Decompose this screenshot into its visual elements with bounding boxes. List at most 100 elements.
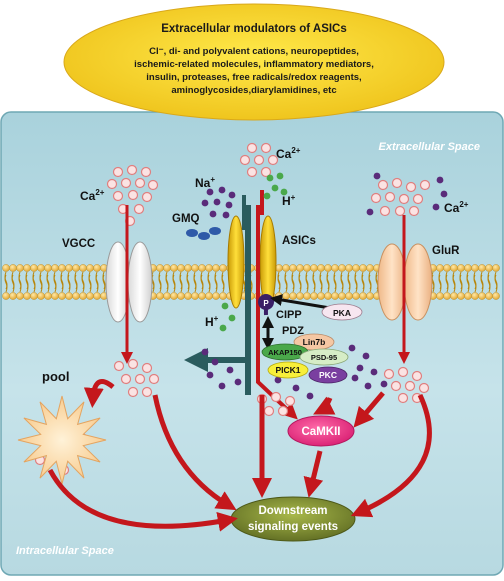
calcium-ion — [239, 154, 251, 166]
calcium-ion — [419, 179, 431, 191]
calcium-ion — [134, 177, 146, 189]
downstream-signaling-node: Downstream signaling events — [230, 496, 356, 542]
svg-text:PKC: PKC — [319, 370, 337, 380]
pkc-to-camkii-arrow — [313, 396, 336, 415]
phospho-site-label: P — [263, 299, 269, 308]
calcium-ion — [277, 405, 289, 417]
sodium-ions — [201, 172, 448, 400]
glur-label: GluR — [432, 245, 460, 257]
sodium-ion — [206, 371, 214, 379]
calcium-ion — [140, 166, 152, 178]
calcium-ion — [127, 386, 139, 398]
pool-label: pool — [42, 369, 69, 384]
sodium-ion — [351, 374, 359, 382]
sodium-ion — [440, 190, 448, 198]
sodium-ion — [362, 352, 370, 360]
glur-to-camkii-arrow — [353, 391, 385, 428]
sodium-ion — [206, 188, 214, 196]
pka-phosphorylation-arrow — [270, 294, 331, 310]
sodium-ion — [201, 199, 209, 207]
sodium-ion — [364, 382, 372, 390]
calcium-ion — [377, 179, 389, 191]
phospho-site-icon — [258, 294, 274, 310]
calcium-ion — [418, 382, 430, 394]
calcium-ion — [126, 164, 138, 176]
sodium-ion — [213, 198, 221, 206]
calcium-ion — [253, 154, 265, 166]
proton-ion — [266, 174, 274, 182]
sodium-ion — [356, 364, 364, 372]
calcium-ion — [112, 190, 124, 202]
calcium-ion — [405, 181, 417, 193]
calcium-ion — [246, 142, 258, 154]
calcium-ion — [246, 166, 258, 178]
calcium-ion — [260, 166, 272, 178]
calcium-ion — [267, 154, 279, 166]
calcium-ion — [408, 205, 420, 217]
asic-calcium-flux-arrow — [256, 205, 298, 420]
proton-ion — [228, 314, 236, 322]
calcium-ion — [148, 373, 160, 385]
proton-ions — [219, 172, 288, 332]
glur-to-downstream-arrow — [350, 393, 432, 518]
svg-text:AKAP150: AKAP150 — [268, 348, 302, 357]
asics-label: ASICs — [282, 235, 316, 247]
pool-release-arrow — [83, 379, 115, 408]
svg-text:PICK1: PICK1 — [275, 365, 300, 375]
gmq-label: GMQ — [172, 213, 200, 225]
modulators-line-1: Cl⁻, di- and polyvalent cations, neurope… — [149, 46, 359, 57]
calcium-ion — [404, 380, 416, 392]
proton-ion — [276, 172, 284, 180]
proton-ion — [263, 192, 271, 200]
asic-channel — [227, 215, 277, 309]
sodium-ion — [222, 211, 230, 219]
calcium-ion — [112, 166, 124, 178]
sodium-ion — [201, 348, 209, 356]
intracellular-space-label: Intracellular Space — [16, 545, 114, 557]
sodium-ion — [228, 191, 236, 199]
modulators-line-3: insulin, proteases, free radicals/redox … — [146, 72, 361, 83]
proton-ion — [219, 324, 227, 332]
na-label: Na+ — [195, 175, 215, 190]
calcium-ion — [120, 373, 132, 385]
calcium-ion — [141, 386, 153, 398]
calcium-ion — [412, 193, 424, 205]
sodium-ion — [218, 186, 226, 194]
calcium-ion — [411, 370, 423, 382]
sodium-ion — [209, 210, 217, 218]
proton-ion — [280, 188, 288, 196]
modulators-line-2: ischemic-related molecules, inflammatory… — [134, 59, 374, 70]
calcium-ion — [147, 179, 159, 191]
pathway-arrows — [47, 379, 432, 532]
calcium-ion — [398, 193, 410, 205]
pick1-protein: PICK1 — [267, 361, 309, 379]
svg-text:Lin7b: Lin7b — [303, 337, 326, 347]
sodium-ion — [226, 366, 234, 374]
sodium-ion — [218, 382, 226, 390]
proton-ion — [271, 184, 279, 192]
calcium-ion — [284, 395, 296, 407]
modulators-title: Extracellular modulators of ASICs — [161, 23, 347, 35]
sodium-ion — [292, 384, 300, 392]
calcium-ion — [397, 392, 409, 404]
h-top-label: H+ — [282, 193, 296, 208]
sodium-ion — [370, 368, 378, 376]
sodium-ion — [436, 176, 444, 184]
calcium-ion — [383, 368, 395, 380]
calcium-ion — [394, 205, 406, 217]
camkii-protein: CaMKII — [287, 415, 355, 447]
glur-channel — [377, 243, 433, 321]
sodium-ion — [234, 378, 242, 386]
calcium-ion — [390, 380, 402, 392]
vgcc-to-downstream-arrow — [152, 394, 237, 511]
vgcc-label: VGCC — [62, 238, 95, 250]
calcium-ion — [141, 191, 153, 203]
calcium-ion — [134, 373, 146, 385]
pdz-label: PDZ — [282, 325, 304, 337]
sodium-ion — [373, 172, 381, 180]
modulators-ellipse — [63, 3, 445, 121]
svg-text:PSD-95: PSD-95 — [311, 353, 337, 362]
calcium-ion — [127, 358, 139, 370]
